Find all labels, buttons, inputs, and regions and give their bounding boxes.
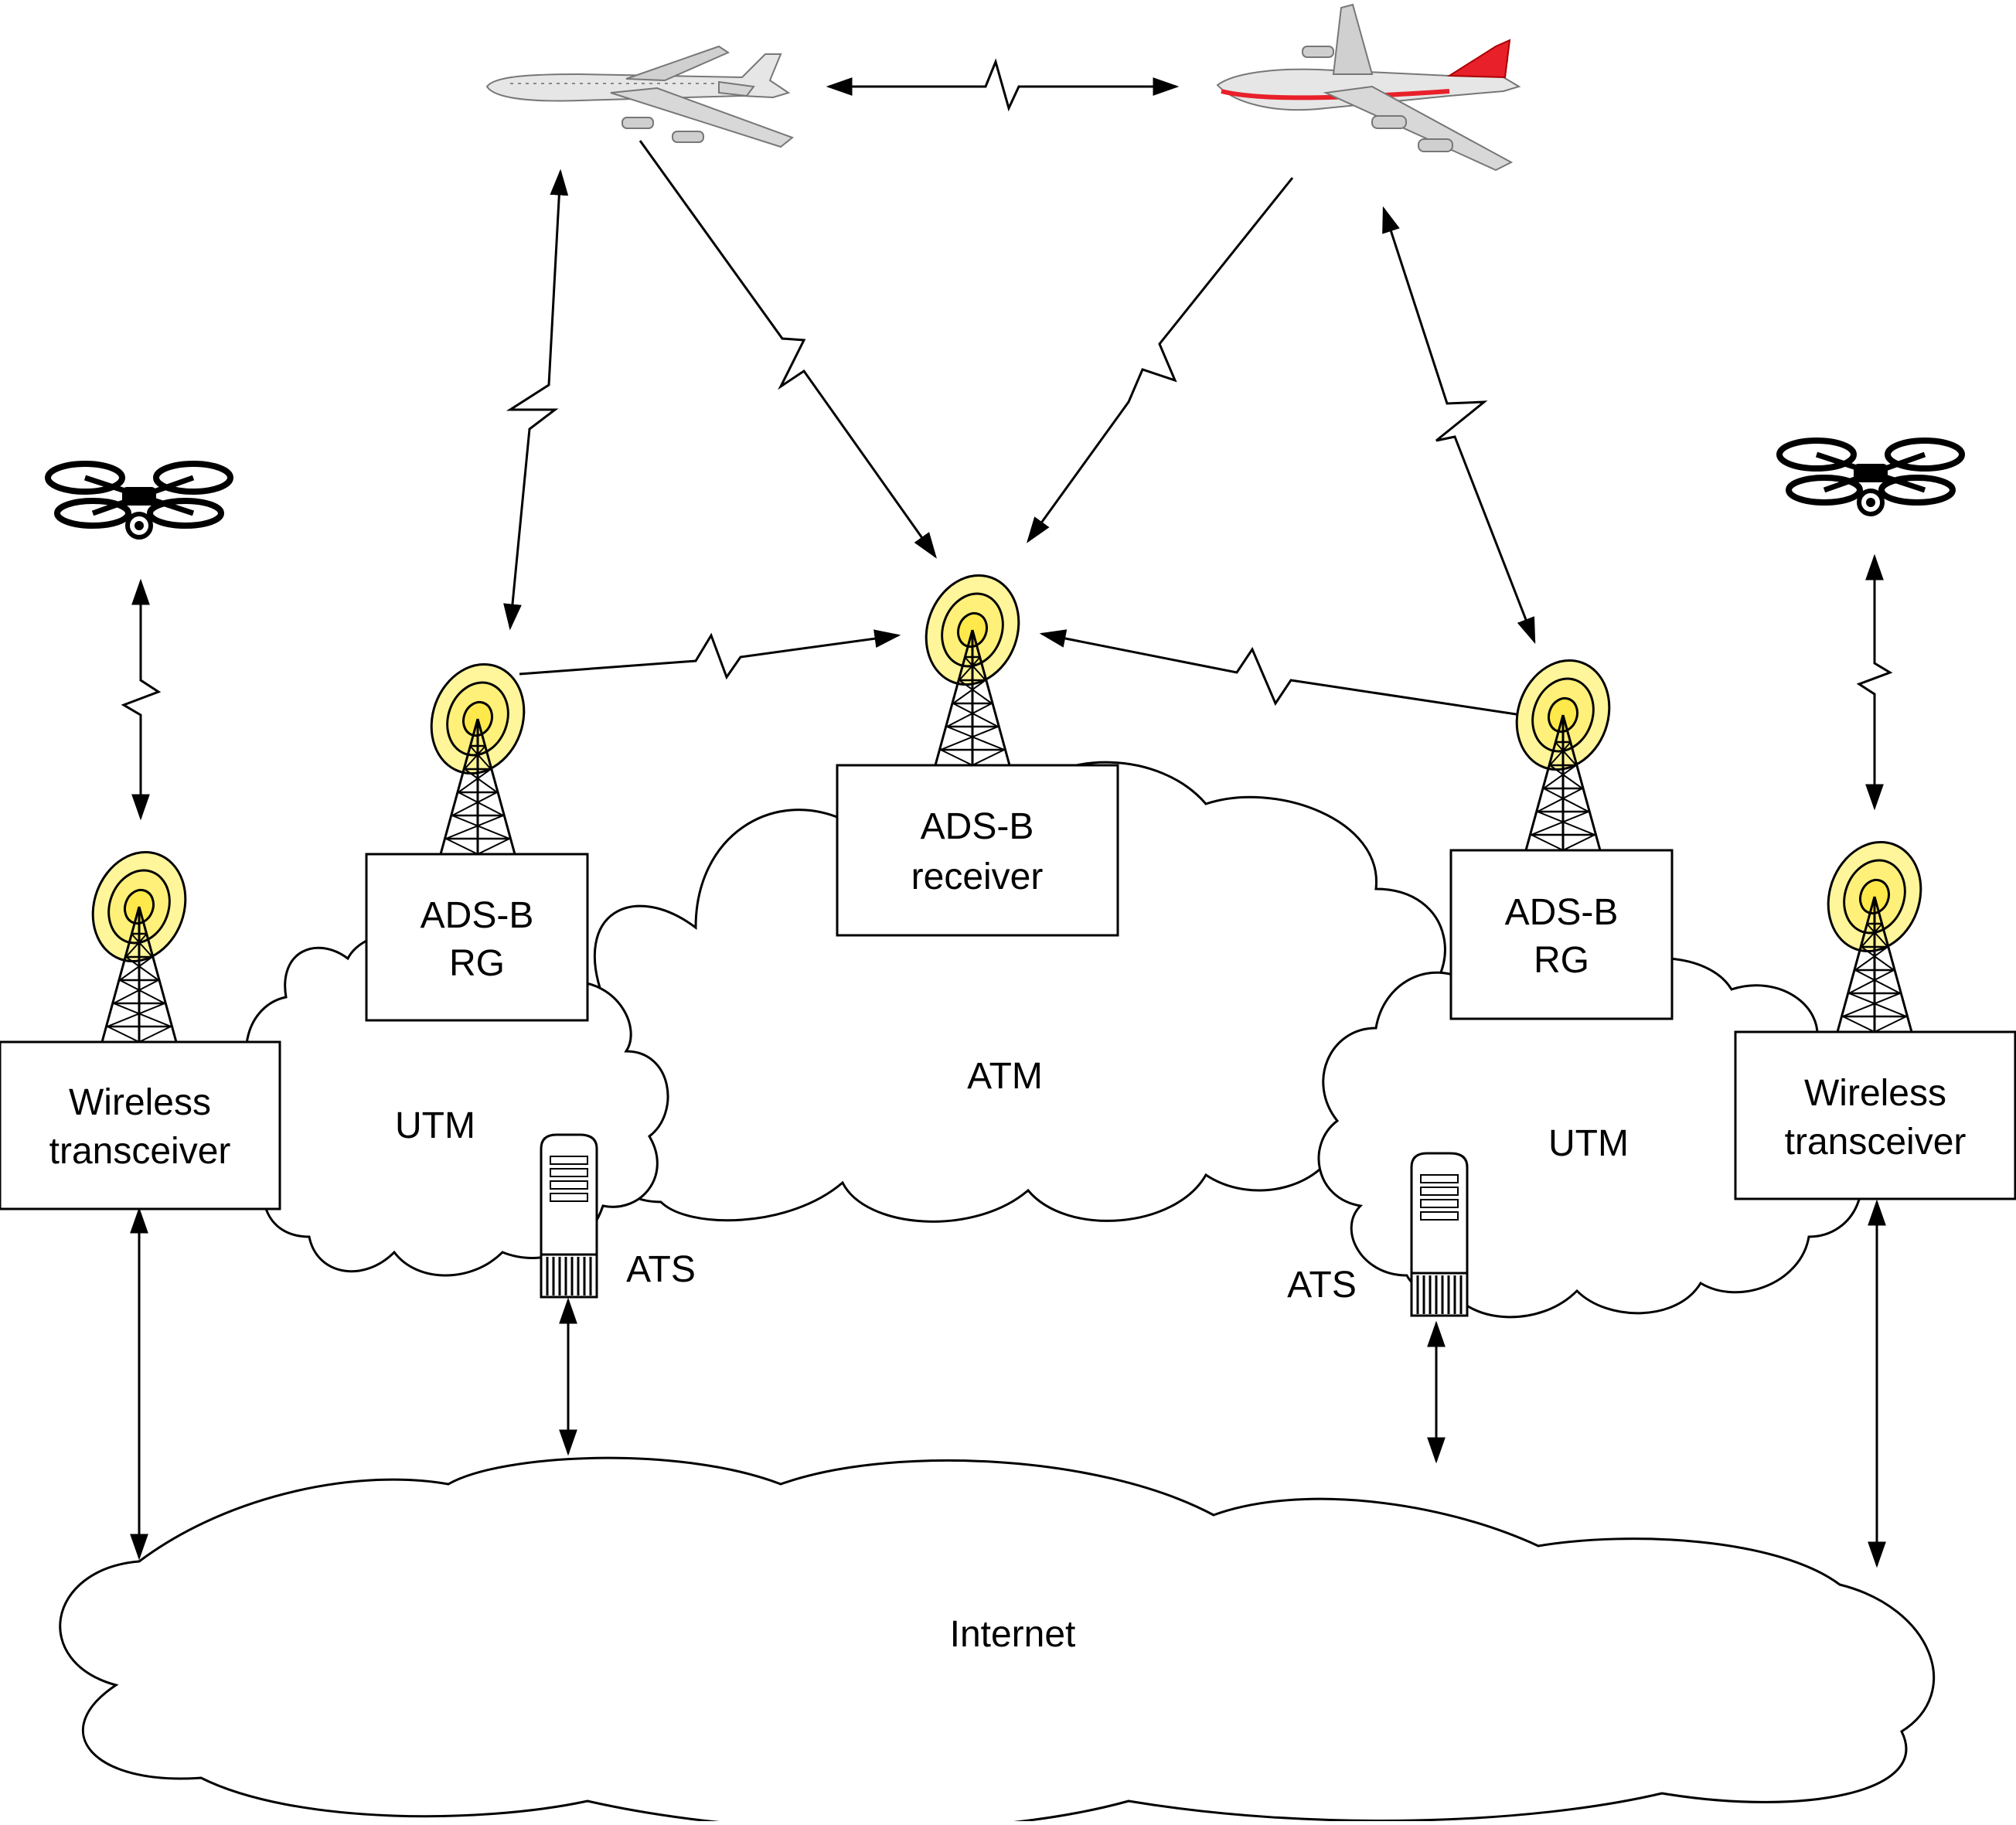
air-canada-airliner-icon xyxy=(1216,3,1521,172)
antenna-receiver xyxy=(910,561,1035,767)
antenna-rg-right xyxy=(1500,646,1626,852)
link-plane-right-to-receiver xyxy=(1027,177,1294,543)
link-plane-to-plane xyxy=(826,58,1180,112)
adsb-rg-left-label-2: RG xyxy=(449,943,505,984)
adsb-rg-left-box: ADS-B RG xyxy=(365,853,589,1022)
quadcopter-drone-icon-right xyxy=(1779,441,1962,514)
utm-label-right: UTM xyxy=(1548,1123,1629,1164)
internet-label: Internet xyxy=(950,1614,1076,1655)
jet-airliner-icon xyxy=(485,45,795,148)
link-plane-right-to-rg-right xyxy=(1382,206,1536,645)
internet-cloud xyxy=(59,1456,1936,1825)
quadcopter-drone-icon-left xyxy=(48,464,230,537)
link-plane-left-to-rg-left xyxy=(503,169,569,631)
wireless-left-label-2: transceiver xyxy=(49,1131,231,1172)
adsb-receiver-box: ADS-B receiver xyxy=(836,764,1119,937)
atm-cloud xyxy=(544,761,1446,1223)
adsb-receiver-label-2: receiver xyxy=(911,856,1044,897)
wireless-transceiver-right-box: Wireless transceiver xyxy=(1734,1030,2016,1200)
antenna-wireless-right xyxy=(1812,828,1937,1033)
adsb-rg-left-label-1: ADS-B xyxy=(421,895,534,936)
utm-label-left: UTM xyxy=(395,1105,475,1146)
ats-label-right: ATS xyxy=(1287,1265,1357,1306)
adsb-rg-right-box: ADS-B RG xyxy=(1449,849,1674,1020)
antenna-rg-left xyxy=(415,650,540,856)
adsb-rg-right-label-2: RG xyxy=(1534,940,1589,981)
wireless-left-label-1: Wireless xyxy=(69,1082,211,1123)
link-rg-right-to-receiver xyxy=(1039,629,1522,717)
server-tower-icon-left xyxy=(540,1133,598,1299)
link-rg-left-to-receiver xyxy=(519,629,901,680)
antenna-wireless-left xyxy=(77,838,202,1044)
link-drone-left xyxy=(121,578,162,821)
link-drone-right xyxy=(1856,553,1893,811)
link-plane-left-to-receiver xyxy=(639,140,937,559)
atm-label: ATM xyxy=(967,1056,1043,1097)
adsb-rg-right-label-1: ADS-B xyxy=(1505,892,1619,933)
server-tower-icon-right xyxy=(1410,1152,1469,1317)
adsb-receiver-label-1: ADS-B xyxy=(921,806,1034,847)
wireless-right-label-1: Wireless xyxy=(1804,1073,1946,1114)
wireless-right-label-2: transceiver xyxy=(1785,1122,1967,1163)
wireless-transceiver-left-box: Wireless transceiver xyxy=(0,1040,281,1210)
ats-label-left: ATS xyxy=(626,1249,696,1290)
